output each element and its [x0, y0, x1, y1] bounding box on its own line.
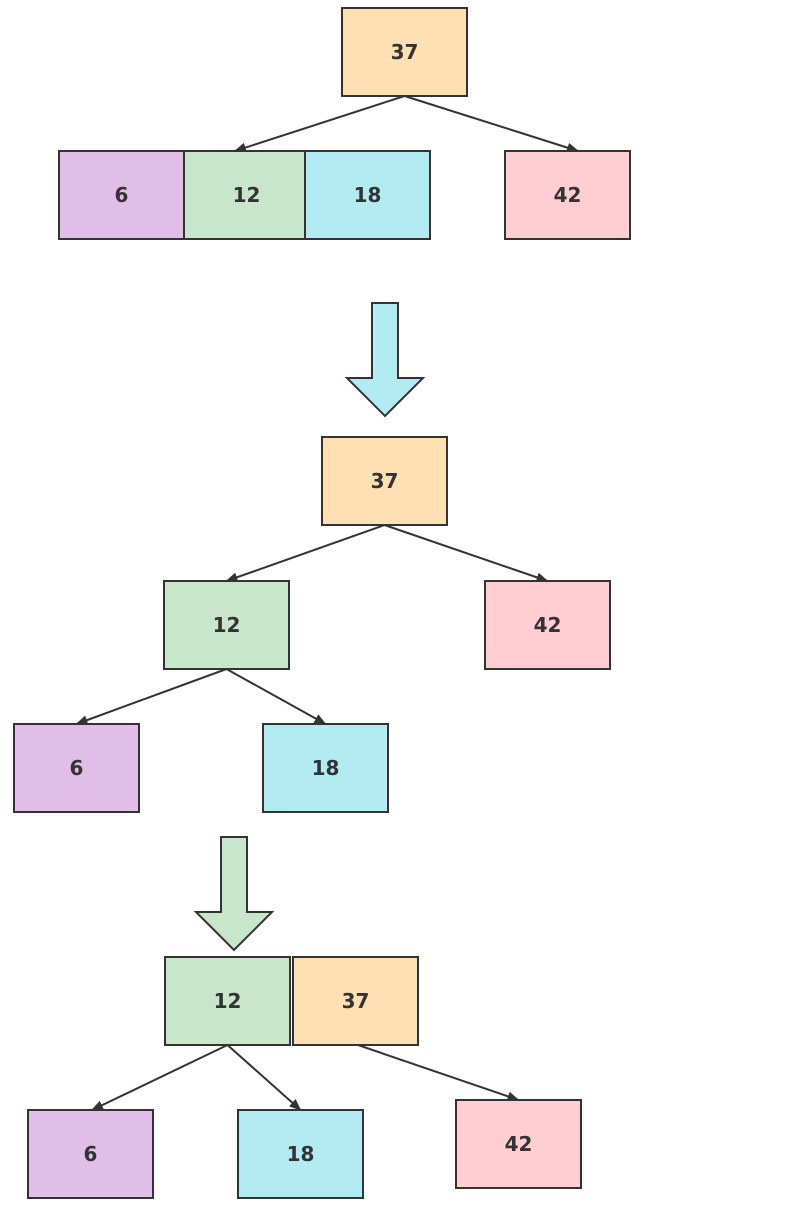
- node-box: [237, 1109, 364, 1199]
- node-s3-42: 42: [455, 1099, 582, 1189]
- node-s1-37: 37: [341, 7, 468, 97]
- node-box: [455, 1099, 582, 1189]
- node-label: 42: [554, 183, 582, 207]
- edge-s2-12-to-s2-18: [226, 668, 327, 725]
- node-box: [304, 150, 431, 240]
- edge-s3-12-to-s3-18: [226, 1044, 302, 1111]
- edge-s2-37-to-s2-12: [225, 524, 385, 583]
- node-label: 37: [342, 989, 370, 1013]
- node-box: [183, 150, 310, 240]
- node-label: 12: [233, 183, 261, 207]
- node-box: [13, 723, 140, 813]
- node-box: [58, 150, 185, 240]
- node-s3-18: 18: [237, 1109, 364, 1199]
- node-box: [484, 580, 611, 670]
- edge-s2-12-to-s2-6: [75, 668, 227, 725]
- node-s1-42: 42: [504, 150, 631, 240]
- node-box: [341, 7, 468, 97]
- node-label: 37: [391, 40, 419, 64]
- node-box: [262, 723, 389, 813]
- node-s2-42: 42: [484, 580, 611, 670]
- node-label: 6: [115, 183, 129, 207]
- node-s1-12: 12: [183, 150, 310, 240]
- node-label: 12: [213, 613, 241, 637]
- node-label: 12: [214, 989, 242, 1013]
- node-box: [27, 1109, 154, 1199]
- node-s3-37: 37: [292, 956, 419, 1046]
- edge-s3-37-to-s3-42: [357, 1044, 520, 1102]
- transition-arrows-layer: [193, 302, 426, 952]
- node-s3-12: 12: [164, 956, 291, 1046]
- node-label: 18: [287, 1142, 315, 1166]
- node-box: [164, 956, 291, 1046]
- edge-s2-37-to-s2-42: [384, 524, 549, 583]
- node-s1-6: 6: [58, 150, 185, 240]
- node-label: 6: [84, 1142, 98, 1166]
- edge-s1-37-to-s1-12: [234, 95, 405, 153]
- edges-layer: [75, 95, 579, 1111]
- node-label: 18: [312, 756, 340, 780]
- node-s2-6: 6: [13, 723, 140, 813]
- transition-arrow-2-icon: [193, 836, 275, 952]
- node-box: [504, 150, 631, 240]
- node-s2-18: 18: [262, 723, 389, 813]
- node-s2-37: 37: [321, 436, 448, 526]
- node-label: 6: [70, 756, 84, 780]
- node-label: 18: [354, 183, 382, 207]
- node-s1-18: 18: [304, 150, 431, 240]
- transition-arrow-1-icon: [344, 302, 426, 418]
- nodes-layer: 37 6 12 18 42 37 12 42 6 18 12 37 6 18 42: [13, 7, 631, 1199]
- node-box: [321, 436, 448, 526]
- node-label: 37: [371, 469, 399, 493]
- node-s3-6: 6: [27, 1109, 154, 1199]
- node-box: [292, 956, 419, 1046]
- node-label: 42: [505, 1132, 533, 1156]
- node-label: 42: [534, 613, 562, 637]
- node-s2-12: 12: [163, 580, 290, 670]
- edge-s3-12-to-s3-6: [91, 1044, 228, 1111]
- node-box: [163, 580, 290, 670]
- edge-s1-37-to-s1-42: [404, 95, 579, 153]
